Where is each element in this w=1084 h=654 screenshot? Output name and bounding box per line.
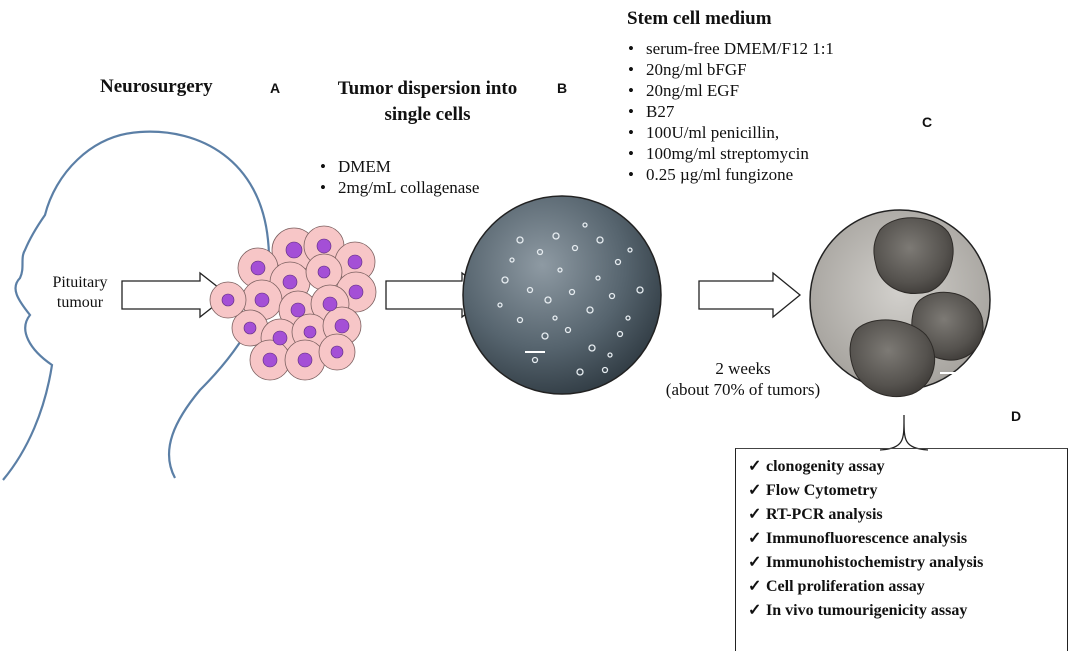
assay-label: clonogenity assay xyxy=(766,458,885,475)
panel-letter-b: B xyxy=(557,80,568,96)
assay-label: Flow Cytometry xyxy=(766,482,878,499)
assay-item: ✓Immunofluorescence analysis xyxy=(748,527,1067,551)
dispersed-cells-micrograph xyxy=(462,195,662,395)
assay-label: Immunofluorescence analysis xyxy=(766,530,968,547)
medium-item: 100mg/ml streptomycin xyxy=(626,143,834,164)
brace xyxy=(879,414,929,451)
medium-item: B27 xyxy=(626,101,834,122)
assay-item: ✓Flow Cytometry xyxy=(748,479,1067,503)
dispersion-item: DMEM xyxy=(318,156,479,177)
medium-item: 0.25 µg/ml fungizone xyxy=(626,164,834,185)
medium-item: 20ng/ml EGF xyxy=(626,80,834,101)
check-icon: ✓ xyxy=(748,530,762,547)
assay-item: ✓In vivo tumourigenicity assay xyxy=(748,599,1067,623)
panel-letter-d: D xyxy=(1011,408,1022,424)
percent-tumors-text: (about 70% of tumors) xyxy=(665,380,821,399)
check-icon: ✓ xyxy=(748,458,762,475)
assay-label: Immunohistochemistry analysis xyxy=(766,554,984,571)
spheroid-micrograph xyxy=(809,209,991,398)
assay-list-box: ✓clonogenity assay ✓Flow Cytometry ✓RT-P… xyxy=(735,448,1068,651)
assay-list: ✓clonogenity assay ✓Flow Cytometry ✓RT-P… xyxy=(748,455,1067,623)
check-icon: ✓ xyxy=(748,506,762,523)
arrow-3 xyxy=(698,271,802,319)
medium-list: serum-free DMEM/F12 1:1 20ng/ml bFGF 20n… xyxy=(626,38,834,185)
medium-item: serum-free DMEM/F12 1:1 xyxy=(626,38,834,59)
panel-letter-c: C xyxy=(922,114,933,130)
assay-item: ✓Cell proliferation assay xyxy=(748,575,1067,599)
tumor-dispersion-heading: Tumor dispersion into single cells xyxy=(337,78,518,125)
assay-label: RT-PCR analysis xyxy=(766,506,883,523)
cell-cluster xyxy=(209,225,377,381)
assay-label: In vivo tumourigenicity assay xyxy=(766,602,968,619)
two-weeks-text: 2 weeks xyxy=(715,359,771,378)
duration-label: 2 weeks (about 70% of tumors) xyxy=(634,358,852,400)
assay-item: ✓clonogenity assay xyxy=(748,455,1067,479)
check-icon: ✓ xyxy=(748,602,762,619)
pituitary-tumour-label: Pituitary tumour xyxy=(52,274,108,311)
panel-letter-a: A xyxy=(270,80,281,96)
dispersion-list: DMEM 2mg/mL collagenase xyxy=(318,156,479,198)
assay-item: ✓RT-PCR analysis xyxy=(748,503,1067,527)
check-icon: ✓ xyxy=(748,578,762,595)
dispersion-item: 2mg/mL collagenase xyxy=(318,177,479,198)
assay-item: ✓Immunohistochemistry analysis xyxy=(748,551,1067,575)
medium-item: 100U/ml penicillin, xyxy=(626,122,834,143)
medium-item: 20ng/ml bFGF xyxy=(626,59,834,80)
stem-cell-medium-heading: Stem cell medium xyxy=(627,8,772,29)
check-icon: ✓ xyxy=(748,554,762,571)
neurosurgery-heading: Neurosurgery xyxy=(100,76,213,97)
assay-label: Cell proliferation assay xyxy=(766,578,925,595)
check-icon: ✓ xyxy=(748,482,762,499)
